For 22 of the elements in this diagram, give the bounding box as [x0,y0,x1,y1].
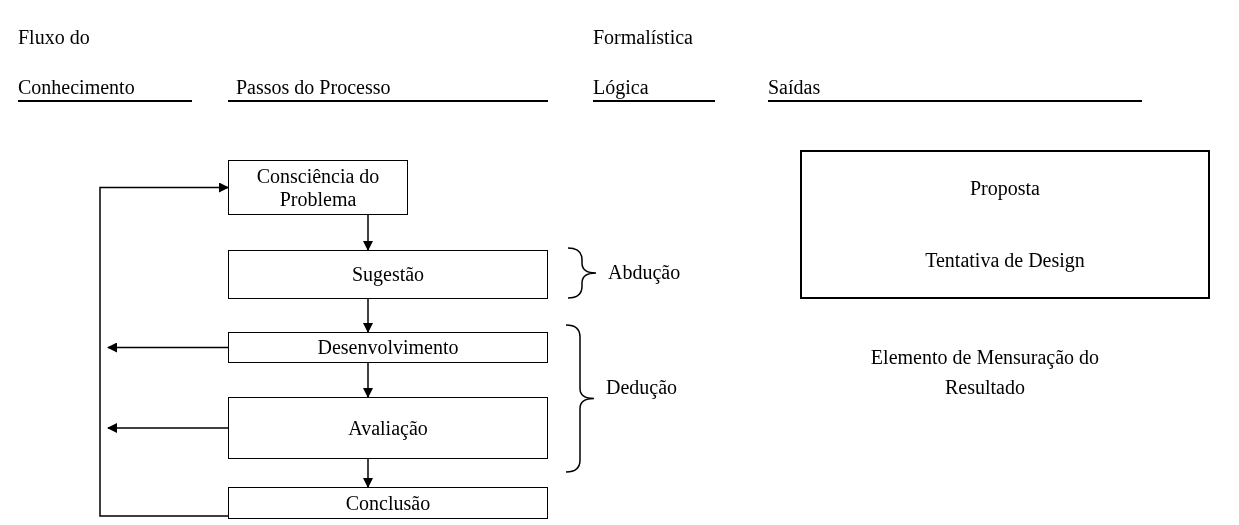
column-header: Formalística Lógica [593,25,694,101]
arrow [363,362,373,398]
arrow [107,423,229,433]
arrow [363,214,373,251]
logic-label: Dedução [606,375,679,399]
logic-label: Abdução [608,260,682,284]
process-box: Desenvolvimento [228,332,548,363]
arrow [99,182,229,517]
process-box: Sugestão [228,250,548,299]
column-header: Fluxo do Conhecimento [18,25,136,100]
arrow [363,298,373,333]
column-header: Saídas [768,75,822,100]
column-header: Passos do Processo [236,75,392,100]
process-box: Avaliação [228,397,548,459]
box-text: Proposta [970,176,1040,200]
box-text: Tentativa de Design [925,249,1085,273]
output-box [800,150,1210,299]
arrow [107,342,229,353]
output-label: Elemento de Mensuração do Resultado [869,345,1101,400]
arrow [363,458,373,488]
process-box: Conclusão [228,487,548,519]
process-box: Consciência do Problema [228,160,408,215]
